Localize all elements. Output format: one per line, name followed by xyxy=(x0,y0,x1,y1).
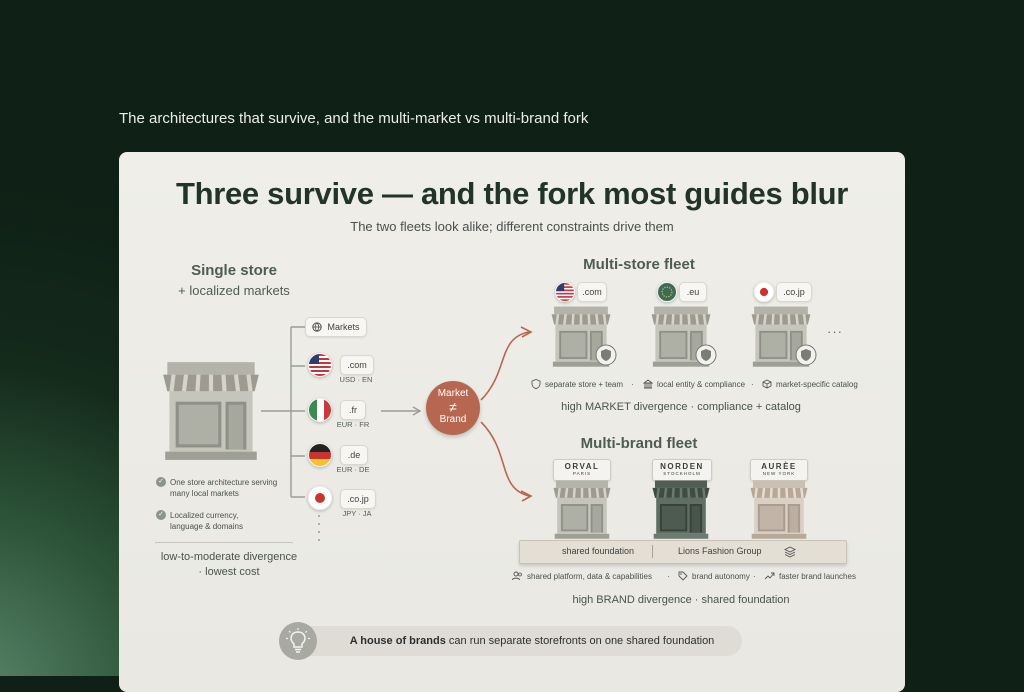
separator: · xyxy=(667,572,670,581)
brand-name: AURÈE xyxy=(761,462,797,471)
shield-icon xyxy=(695,344,717,366)
fork-line2: Brand xyxy=(439,414,467,425)
house-of-brands-note: A house of brands can run separate store… xyxy=(282,626,742,656)
market-code-fr: .fr xyxy=(340,400,366,420)
infographic-subtitle: The two fleets look alike; different con… xyxy=(350,219,674,234)
flag-it-icon xyxy=(308,398,332,422)
market-sub-de: EUR · DE xyxy=(336,465,370,474)
check-icon: ✓ xyxy=(156,510,166,520)
storefront-icon xyxy=(544,478,620,540)
market-sub-com: USD · EN xyxy=(339,375,373,384)
single-divergence-1: low-to-moderate divergence xyxy=(160,551,298,563)
infographic-card: Three survive — and the fork most guides… xyxy=(119,152,905,692)
foundation-label: shared foundation xyxy=(562,546,635,556)
multi-brand-feature-2: brand autonomy xyxy=(692,572,750,581)
multi-brand-feature-3: faster brand launches xyxy=(779,572,856,581)
store-code-eu: .eu xyxy=(679,282,707,302)
page-caption: The architectures that survive, and the … xyxy=(119,110,589,127)
building-icon xyxy=(643,379,653,389)
multi-store-feature-1: separate store + team xyxy=(545,380,624,389)
storefront-icon xyxy=(741,478,817,540)
flag-de-icon xyxy=(308,443,332,467)
fork-line1: Market xyxy=(437,388,469,399)
market-sub-jp: JPY · JA xyxy=(342,509,372,518)
trend-icon xyxy=(764,572,775,580)
separator: · xyxy=(631,380,634,389)
multi-brand-divergence: high BRAND divergence · shared foundatio… xyxy=(572,594,790,606)
multi-store-divergence: high MARKET divergence · compliance + ca… xyxy=(561,401,801,413)
single-divergence-2: · lowest cost xyxy=(198,566,260,578)
divider xyxy=(155,542,293,543)
connector-lines xyxy=(261,326,533,541)
hint-rest: can run separate storefronts on one shar… xyxy=(445,635,715,647)
infographic-title: Three survive — and the fork most guides… xyxy=(175,176,849,211)
brand-city: NEW YORK xyxy=(762,471,796,476)
brand-name: NORDEN xyxy=(660,462,704,471)
flag-jp-icon xyxy=(308,486,332,510)
multi-store-feature-2: local entity & compliance xyxy=(657,380,746,389)
cube-icon xyxy=(762,379,772,389)
check-icon: ✓ xyxy=(156,477,166,487)
single-feature-1: One store architecture serving many loca… xyxy=(170,478,278,498)
markets-label: Markets xyxy=(327,322,360,332)
brand-name: ORVAL xyxy=(564,462,600,471)
single-store-heading: Single store xyxy=(191,262,277,279)
storefront-icon xyxy=(643,478,719,540)
market-sub-fr: EUR · FR xyxy=(336,420,370,429)
markets-pill: Markets xyxy=(305,317,367,337)
market-code-jp: .co.jp xyxy=(340,489,376,509)
market-code-com: .com xyxy=(340,355,374,375)
single-feature-2: Localized currency, language & domains xyxy=(170,511,243,531)
layers-icon xyxy=(784,546,796,558)
separator: · xyxy=(753,572,756,581)
flag-eu-icon xyxy=(657,282,677,302)
tag-icon xyxy=(678,571,688,581)
multi-brand-heading: Multi-brand fleet xyxy=(580,435,698,452)
shield-icon xyxy=(795,344,817,366)
flag-us-icon xyxy=(308,353,332,377)
brand-city: PARIS xyxy=(572,471,592,476)
store-code-com: .com xyxy=(577,282,607,302)
multi-store-heading: Multi-store fleet xyxy=(583,256,695,273)
more-stores-indicator: ··· xyxy=(827,324,843,339)
market-vs-brand-node: Market ≠ Brand xyxy=(426,381,480,435)
multi-store-feature-3: market-specific catalog xyxy=(776,380,858,389)
flag-jp-icon xyxy=(754,282,774,302)
shared-foundation-platform: shared foundation Lions Fashion Group xyxy=(519,540,847,564)
flag-us-icon xyxy=(555,282,575,302)
shield-icon xyxy=(595,344,617,366)
brand-city: STOCKHOLM xyxy=(663,471,701,476)
hint-bold: A house of brands xyxy=(349,635,446,647)
multi-brand-feature-1: shared platform, data & capabilities xyxy=(527,572,652,581)
store-code-jp: .co.jp xyxy=(776,282,812,302)
lightbulb-icon xyxy=(279,622,317,660)
shield-icon xyxy=(531,379,541,389)
single-store-subheading: + localized markets xyxy=(178,283,290,298)
users-icon xyxy=(512,571,522,581)
divider xyxy=(652,545,653,558)
globe-icon xyxy=(312,322,323,332)
foundation-group: Lions Fashion Group xyxy=(678,546,762,556)
separator: · xyxy=(751,380,754,389)
market-code-de: .de xyxy=(340,445,368,465)
fork-symbol: ≠ xyxy=(449,399,457,415)
